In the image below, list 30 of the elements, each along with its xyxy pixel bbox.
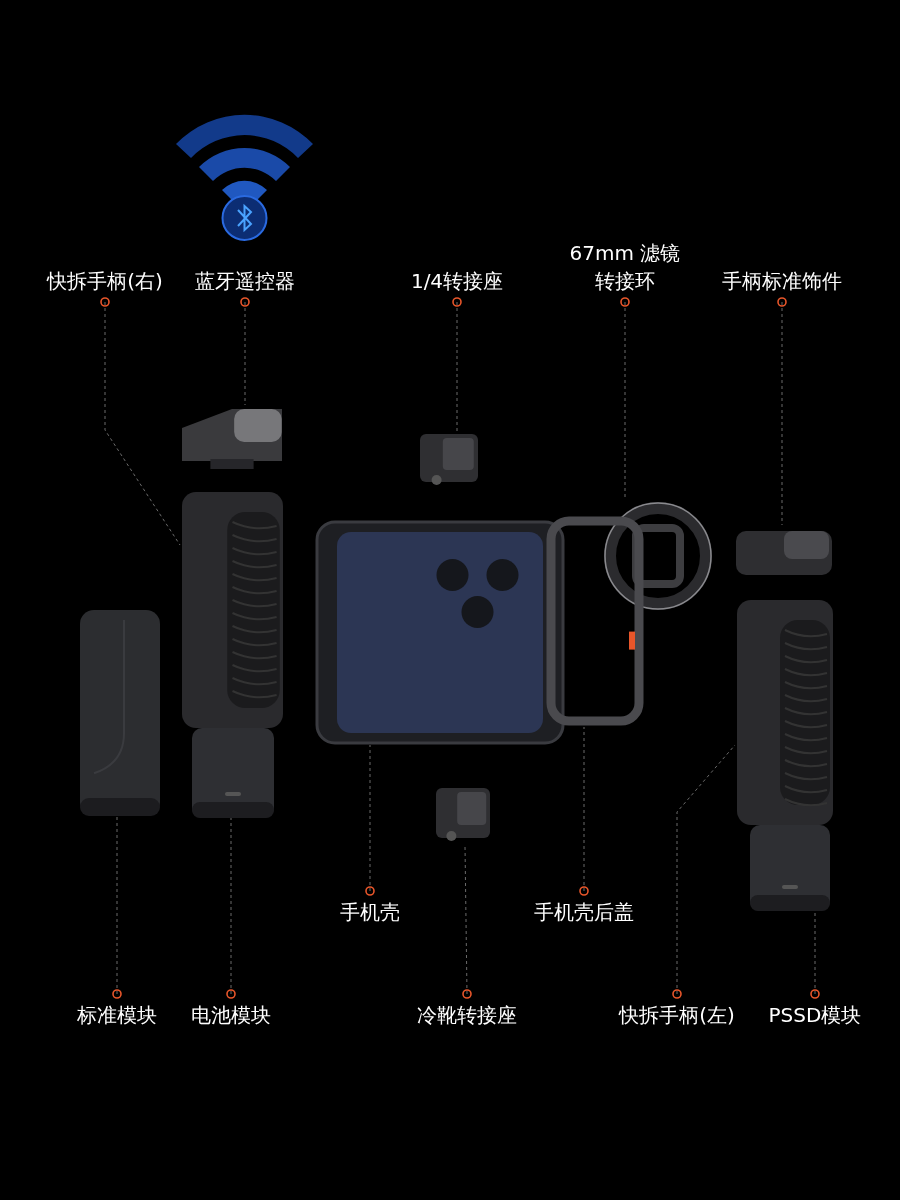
phone-case-drawing bbox=[315, 520, 565, 745]
leader-line bbox=[100, 297, 181, 546]
part-label: PSSD模块 bbox=[767, 1002, 863, 1029]
leader-line bbox=[226, 817, 236, 999]
leader-line bbox=[579, 726, 589, 896]
grip-drawing bbox=[180, 492, 285, 728]
part-label: 冷靴转接座 bbox=[416, 1002, 518, 1029]
leader-line bbox=[112, 815, 122, 999]
part-label: 快拆手柄(右) bbox=[45, 268, 164, 295]
part-label: 手机壳后盖 bbox=[533, 899, 635, 926]
leader-line bbox=[452, 297, 462, 433]
part-label: 蓝牙遥控器 bbox=[194, 268, 296, 295]
leader-line bbox=[462, 845, 472, 999]
part-label: 快拆手柄(左) bbox=[617, 1002, 736, 1029]
leader-line bbox=[777, 297, 787, 526]
filter-ring-drawing bbox=[603, 500, 713, 612]
cage-frame-drawing bbox=[545, 515, 645, 727]
leader-line bbox=[240, 297, 250, 406]
battery-drawing bbox=[192, 728, 274, 818]
part-label: 标准模块 bbox=[76, 1002, 158, 1029]
part-label: 手机壳 bbox=[339, 899, 401, 926]
part-label: 电池模块 bbox=[190, 1002, 272, 1029]
grip-drawing bbox=[735, 600, 835, 825]
part-label: 手柄标准饰件 bbox=[721, 268, 843, 295]
part-label: 67mm 滤镜转接环 bbox=[568, 240, 682, 295]
module-drawing bbox=[80, 610, 160, 816]
part-label: 1/4转接座 bbox=[409, 268, 505, 295]
leader-line bbox=[365, 744, 375, 896]
leader-line bbox=[810, 910, 820, 999]
battery-drawing bbox=[750, 825, 830, 911]
